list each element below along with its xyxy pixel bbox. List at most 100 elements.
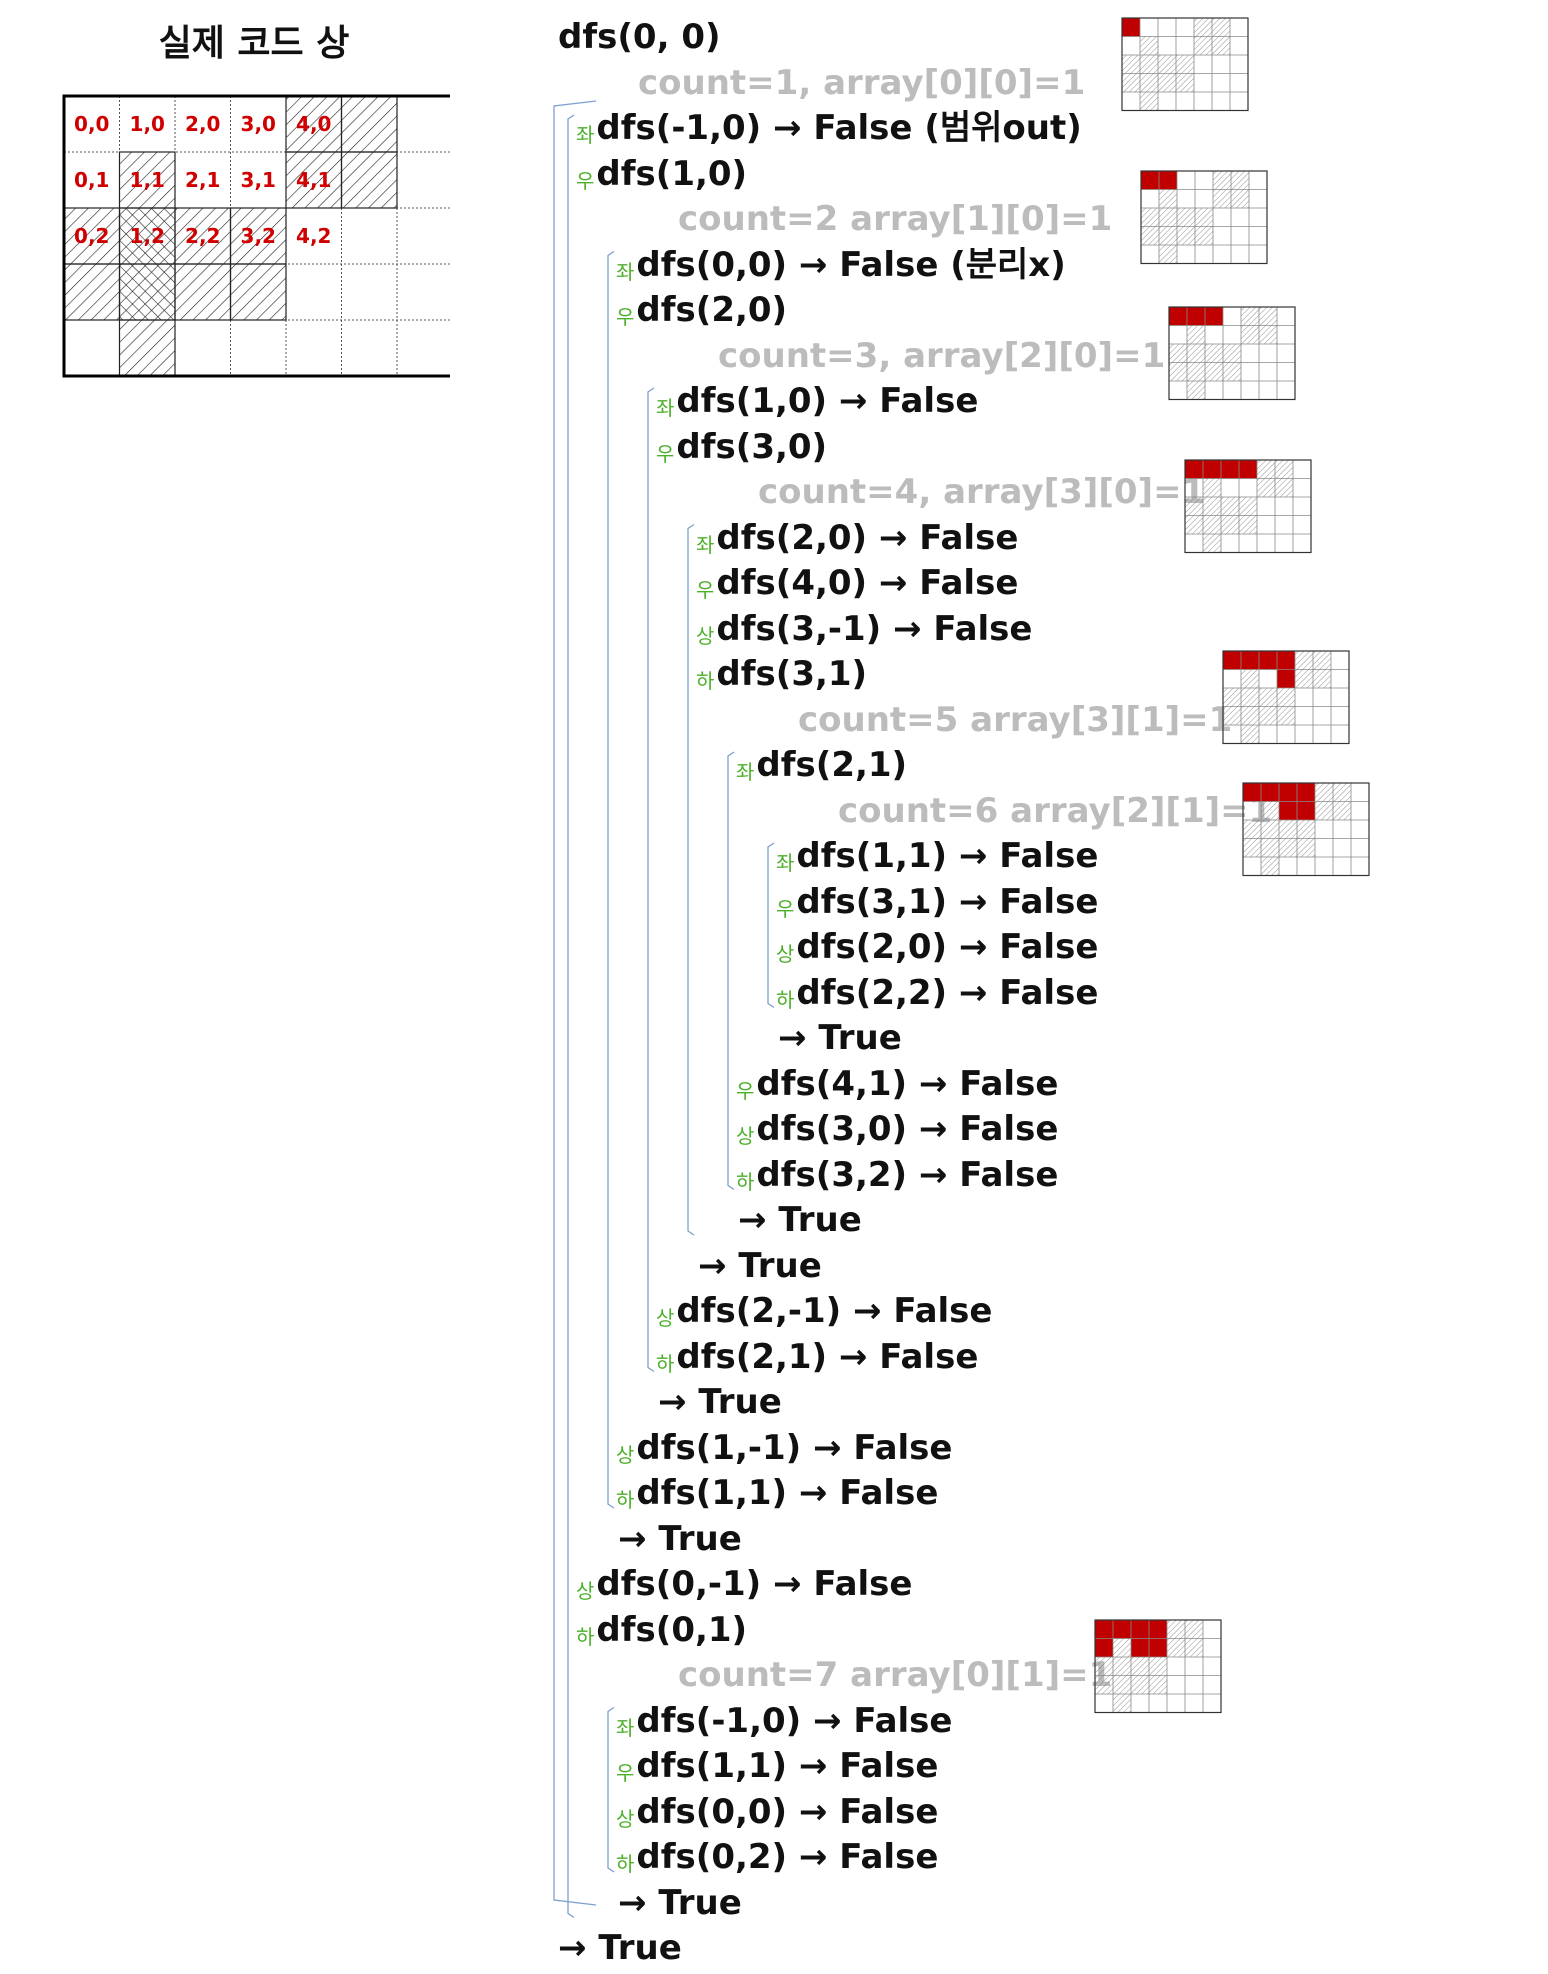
state-grid-border: [1121, 17, 1249, 112]
state-wall-cell: [1315, 801, 1333, 820]
cell-label: 1,1: [130, 168, 165, 192]
state-wall-cell: [1279, 820, 1297, 839]
state-wall-cell: [1159, 226, 1177, 245]
trace-text: dfs(0,1): [596, 1609, 748, 1650]
state-grid-border: [1140, 170, 1268, 265]
visited-cell: [1297, 801, 1315, 820]
hatched-cell: [119, 152, 175, 208]
cell-label: 0,2: [74, 224, 109, 248]
state-wall-cell: [1095, 1657, 1113, 1676]
direction-label: 우: [696, 578, 715, 602]
visited-cell: [1159, 171, 1177, 190]
trace-text: count=2 array[1][0]=1: [678, 199, 1113, 239]
trace-text: dfs(3,0) → False: [756, 1109, 1059, 1149]
direction-label: 하: [616, 1852, 635, 1876]
trace-text: dfs(3,1) → False: [796, 881, 1099, 922]
state-wall-cell: [1241, 725, 1259, 744]
state-wall-cell: [1213, 171, 1231, 190]
direction-label: 좌: [616, 259, 635, 284]
state-grid: [1121, 17, 1249, 112]
visited-cell: [1279, 801, 1297, 820]
state-grid: [1094, 1619, 1222, 1714]
direction-label: 우: [656, 441, 675, 466]
state-wall-cell: [1259, 688, 1277, 707]
trace-text: dfs(1,1) → False: [636, 1473, 939, 1513]
cell-label: 4,0: [296, 112, 331, 136]
visited-cell: [1277, 669, 1295, 688]
visited-cell: [1185, 460, 1203, 479]
direction-label: 좌: [576, 123, 595, 147]
trace-text: dfs(3,2) → False: [756, 1154, 1059, 1195]
direction-label: 우: [736, 1078, 755, 1103]
state-grid: [1184, 459, 1312, 554]
visited-cell: [1259, 651, 1277, 670]
state-wall-cell: [1241, 307, 1259, 326]
call-line: 상dfs(2,-1) → False: [656, 1288, 992, 1334]
call-line: 우dfs(3,1) → False: [776, 879, 1098, 925]
hatched-cell: [341, 96, 397, 152]
visited-cell: [1205, 307, 1223, 326]
state-wall-cell: [1257, 460, 1275, 479]
scope-bracket: [687, 523, 695, 1236]
call-line: 우dfs(4,0) → False: [696, 560, 1018, 606]
direction-label: 좌: [616, 1715, 635, 1740]
trace-text: dfs(2,0): [636, 290, 788, 330]
call-line: 좌dfs(-1,0) → False: [616, 1698, 952, 1744]
trace-text: dfs(2,1): [756, 745, 908, 785]
cell-label: 4,2: [296, 224, 331, 248]
return-line: → True: [698, 1243, 822, 1289]
state-grid-border: [1168, 306, 1296, 401]
direction-label: 우: [576, 168, 595, 193]
trace-text: count=3, array[2][0]=1: [718, 335, 1166, 376]
visited-cell: [1122, 18, 1140, 37]
state-wall-cell: [1140, 36, 1158, 55]
return-line: → True: [658, 1379, 782, 1425]
trace-text: dfs(4,0) → False: [716, 563, 1019, 603]
state-wall-cell: [1187, 344, 1205, 363]
board-border: [62, 94, 450, 378]
hatched-cell: [286, 96, 342, 152]
trace-text: dfs(3,1): [716, 654, 868, 694]
trace-text: dfs(4,1) → False: [756, 1063, 1059, 1104]
state-wall-cell: [1122, 55, 1140, 74]
state-wall-cell: [1176, 73, 1194, 92]
state-wall-cell: [1239, 497, 1257, 516]
trace-text: dfs(-1,0) → False (범위out): [596, 108, 1082, 148]
visited-cell: [1131, 1620, 1149, 1639]
return-line: → True: [618, 1880, 742, 1926]
visited-cell: [1261, 783, 1279, 802]
state-wall-cell: [1203, 515, 1221, 534]
state-wall-cell: [1333, 801, 1351, 820]
hatched-cell: [64, 208, 120, 264]
call-line: 하dfs(2,1) → False: [656, 1334, 978, 1380]
state-wall-cell: [1239, 515, 1257, 534]
visited-cell: [1203, 460, 1221, 479]
direction-label: 좌: [696, 532, 715, 557]
call-line: 상dfs(3,0) → False: [736, 1106, 1058, 1152]
state-grid-border: [1242, 782, 1370, 877]
state-wall-cell: [1158, 55, 1176, 74]
state-wall-cell: [1315, 783, 1333, 802]
direction-label: 우: [616, 1761, 635, 1785]
call-line: 하dfs(0,2) → False: [616, 1834, 938, 1880]
state-wall-cell: [1167, 1620, 1185, 1639]
state-wall-cell: [1140, 55, 1158, 74]
trace-text: dfs(3,0): [676, 426, 828, 467]
count-line: count=2 array[1][0]=1: [678, 196, 1112, 242]
call-line: 좌dfs(2,0) → False: [696, 515, 1018, 561]
trace-text: count=6 array[2][1]=1: [838, 790, 1273, 831]
scope-bracket: [647, 387, 655, 1373]
trace-text: dfs(1,1) → False: [636, 1746, 939, 1786]
state-wall-cell: [1223, 344, 1241, 363]
trace-text: dfs(2,-1) → False: [676, 1291, 993, 1331]
crosshatched-cell: [119, 208, 175, 264]
state-wall-cell: [1141, 208, 1159, 227]
hatched-cell: [175, 264, 231, 320]
state-wall-cell: [1313, 651, 1331, 670]
state-wall-cell: [1149, 1657, 1167, 1676]
trace-text: → True: [618, 1882, 742, 1923]
state-wall-cell: [1185, 515, 1203, 534]
trace-text: dfs(1,0) → False: [676, 381, 979, 421]
trace-text: dfs(-1,0) → False: [636, 1700, 953, 1741]
trace-text: dfs(0,0) → False (분리x): [636, 244, 1066, 285]
